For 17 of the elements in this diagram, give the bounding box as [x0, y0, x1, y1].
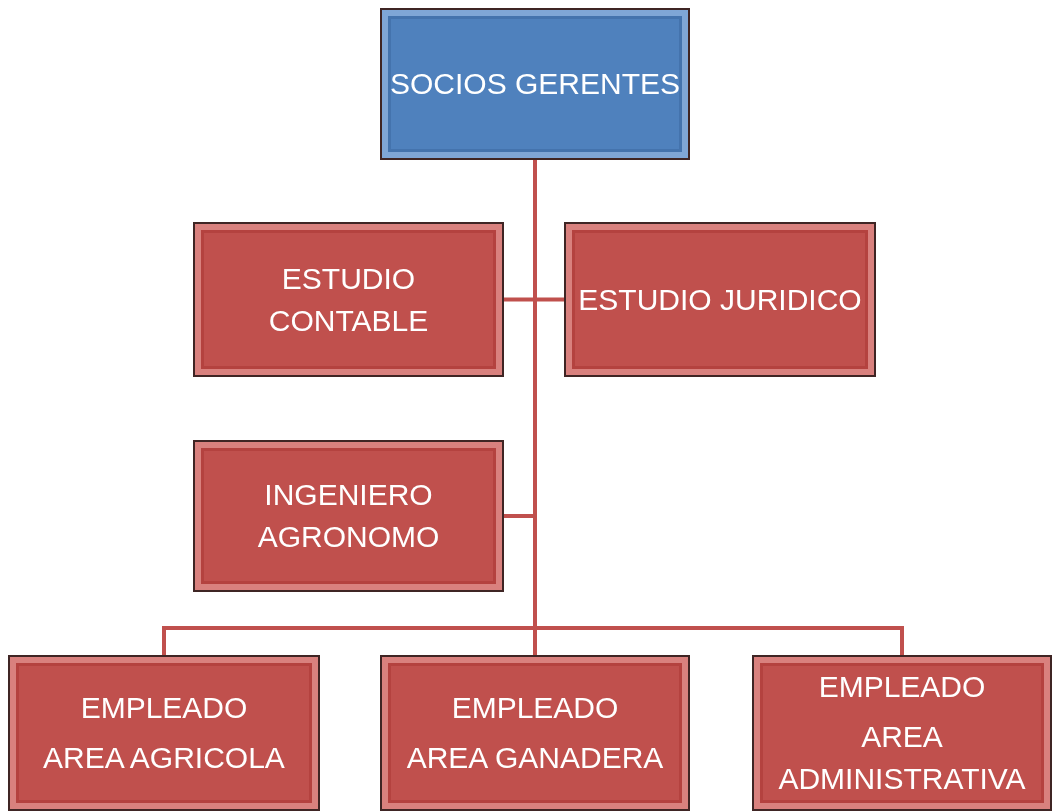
box-title: ESTUDIO JURIDICO [578, 281, 862, 318]
org-box [380, 655, 690, 811]
org-box [193, 440, 504, 592]
box-title: ESTUDIO CONTABLE [267, 260, 430, 339]
box-title: SOCIOS GERENTES [389, 66, 681, 102]
box-subtitle: AREA AGRICOLA [43, 740, 285, 776]
box-title: EMPLEADO [451, 690, 619, 726]
box-title: EMPLEADO [80, 690, 248, 726]
org-box [8, 655, 320, 811]
box-title: INGENIERO AGRONOMO [256, 477, 441, 555]
org-box [564, 222, 876, 377]
org-box [752, 655, 1052, 811]
box-subtitle: AREA ADMINISTRATIVA [777, 719, 1027, 797]
org-box [380, 8, 690, 160]
box-title: EMPLEADO [818, 669, 986, 705]
org-box [193, 222, 504, 377]
box-subtitle: AREA GANADERA [406, 740, 664, 776]
